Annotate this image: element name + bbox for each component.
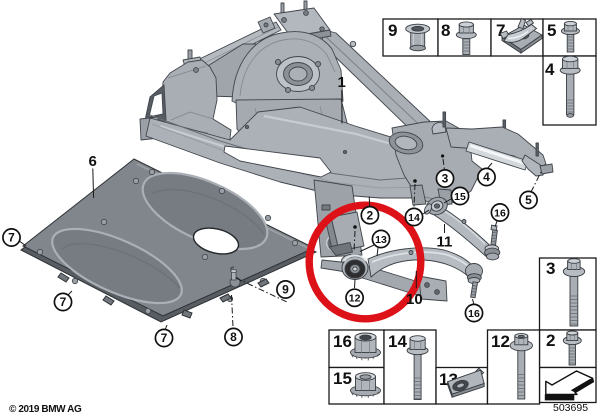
svg-text:2: 2 — [546, 331, 555, 350]
svg-text:16: 16 — [494, 208, 506, 220]
svg-text:15: 15 — [454, 191, 466, 203]
svg-text:6: 6 — [89, 153, 97, 170]
svg-text:5: 5 — [547, 21, 556, 40]
svg-text:7: 7 — [161, 331, 168, 345]
svg-text:8: 8 — [441, 21, 450, 40]
svg-text:12: 12 — [491, 332, 510, 351]
svg-text:1: 1 — [338, 74, 346, 91]
svg-text:16: 16 — [468, 308, 480, 320]
svg-text:3: 3 — [442, 172, 449, 186]
svg-text:5: 5 — [525, 193, 532, 207]
svg-text:9: 9 — [282, 283, 289, 297]
svg-text:4: 4 — [545, 60, 555, 79]
svg-text:14: 14 — [408, 212, 420, 224]
svg-text:13: 13 — [375, 234, 387, 246]
svg-text:11: 11 — [437, 234, 453, 251]
svg-text:7: 7 — [8, 231, 15, 245]
svg-text:8: 8 — [230, 330, 237, 344]
svg-text:7: 7 — [496, 21, 505, 40]
svg-text:3: 3 — [546, 259, 555, 278]
svg-text:503695: 503695 — [553, 402, 588, 414]
svg-text:9: 9 — [388, 21, 397, 40]
svg-text:10: 10 — [406, 291, 423, 308]
svg-text:12: 12 — [349, 293, 361, 305]
svg-text:14: 14 — [388, 332, 407, 351]
svg-text:© 2019 BMW AG: © 2019 BMW AG — [9, 404, 82, 415]
svg-text:16: 16 — [333, 332, 352, 351]
svg-text:2: 2 — [367, 209, 374, 223]
svg-text:4: 4 — [483, 170, 490, 184]
svg-text:15: 15 — [333, 369, 352, 388]
svg-text:7: 7 — [60, 295, 67, 309]
